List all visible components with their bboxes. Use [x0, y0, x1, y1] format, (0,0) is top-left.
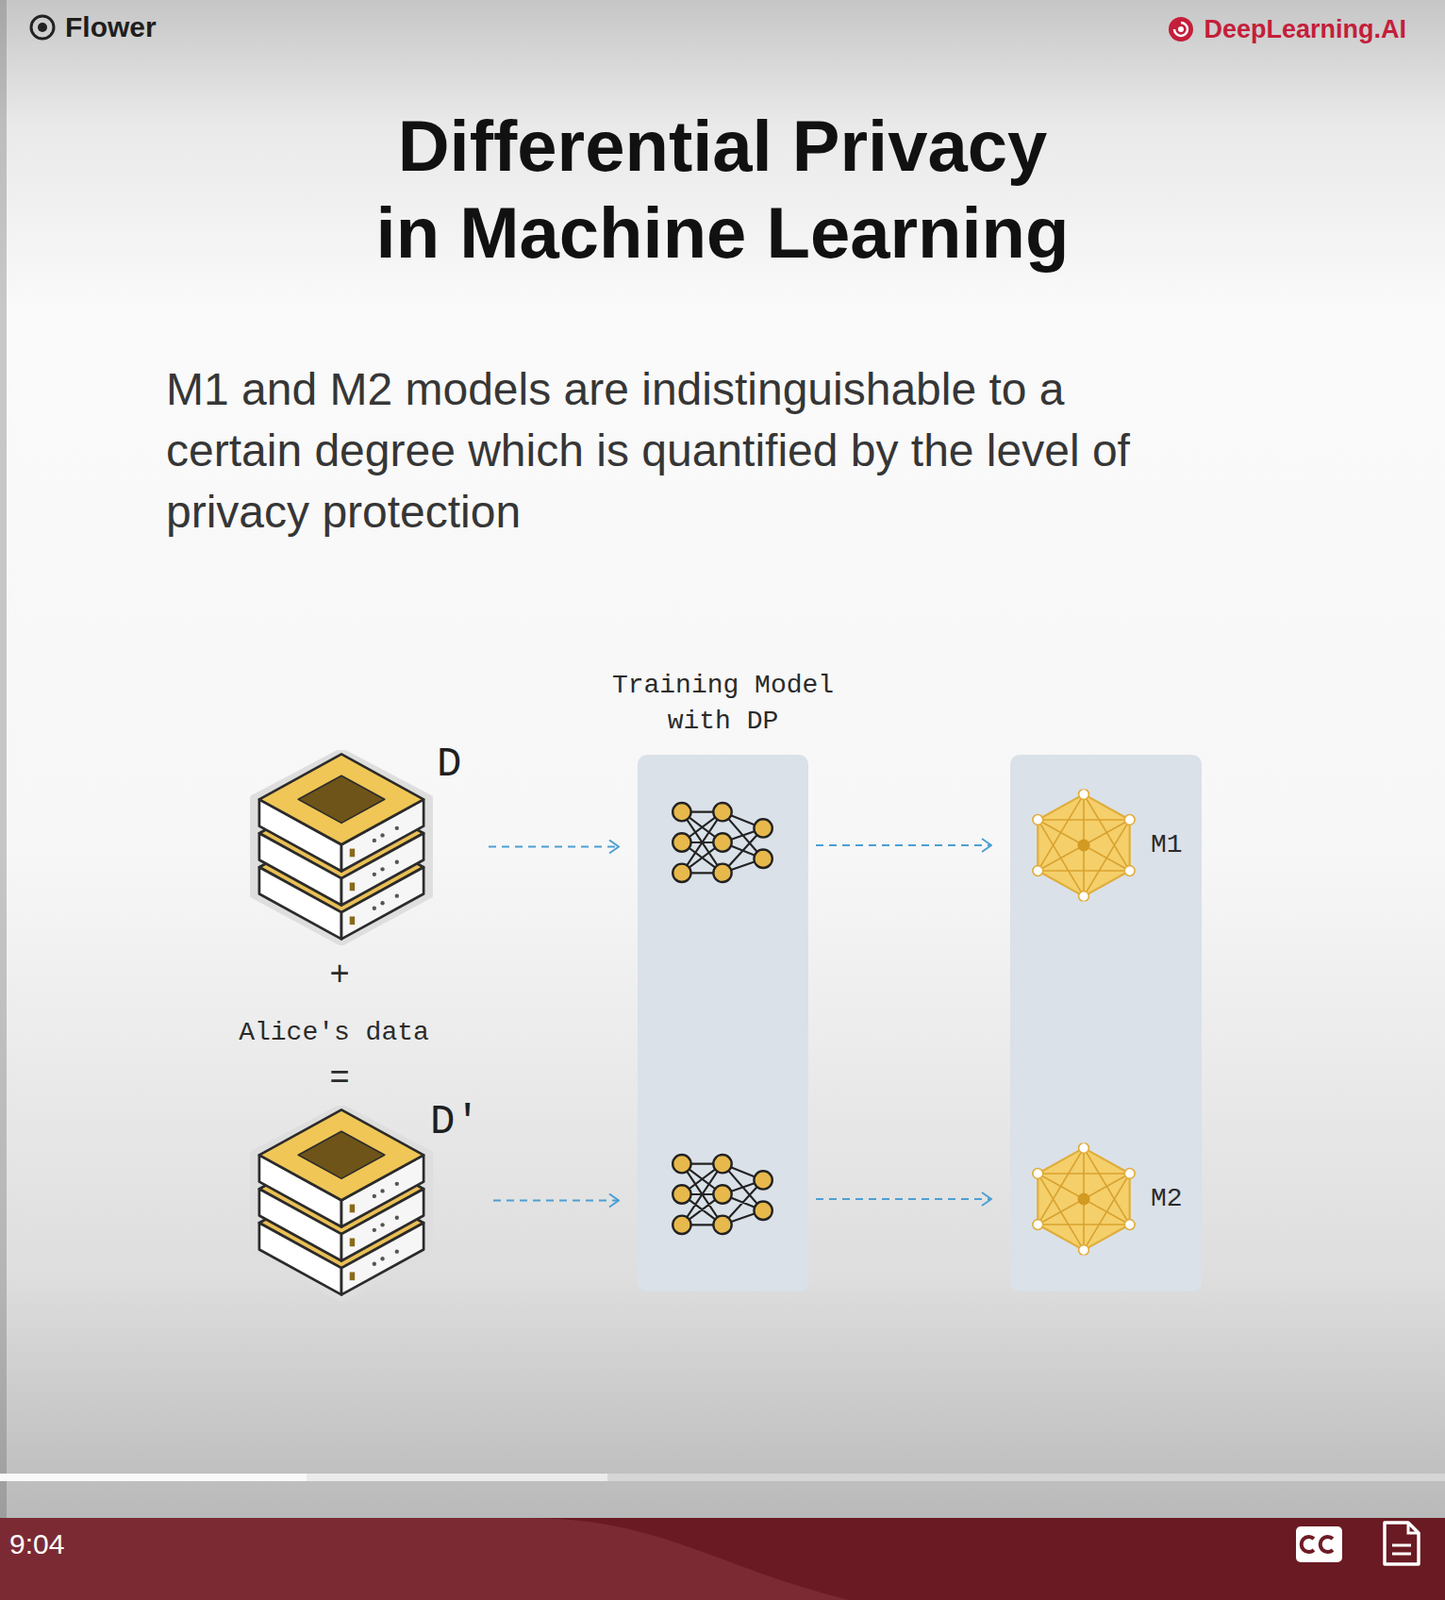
data-label: Alice's data: [238, 1016, 430, 1049]
model-output: M2: [1010, 1142, 1202, 1256]
captions-glyph: [1320, 1536, 1333, 1552]
model-label: M1: [1150, 829, 1183, 862]
dataset-label: D': [430, 1098, 481, 1145]
body-text: M1 and M2 models are indistinguishable t…: [166, 358, 1163, 543]
dashed-arrow: [815, 1197, 992, 1200]
video-time: 9:04: [9, 1527, 65, 1562]
training-panel-shape: [637, 754, 809, 1292]
model-output: M1: [1010, 788, 1202, 902]
logo-disc: [1168, 16, 1194, 42]
flower-logo: [31, 16, 54, 39]
captions-icon: [1295, 1526, 1343, 1562]
database: D': [247, 1098, 486, 1302]
dataset-label: D: [436, 741, 462, 787]
model-panel: [1010, 754, 1202, 1292]
progress-buffered: [0, 1473, 608, 1481]
brand-name: DeepLearning.AI: [1203, 13, 1407, 46]
video-player: [0, 1473, 1445, 1600]
progress-played: [0, 1473, 307, 1481]
logo-center: [1178, 26, 1184, 33]
logo-ring: [31, 16, 54, 39]
dashed-arrow: [815, 844, 992, 847]
dashed-arrow: [488, 846, 619, 848]
database-icon: [251, 1105, 431, 1300]
dashed-arrow: [493, 1199, 619, 1202]
operator-symbol: +: [329, 957, 350, 996]
model-icon: [1032, 789, 1135, 902]
operator-symbol: =: [329, 1060, 350, 1098]
left-edge-strip: [0, 0, 7, 1518]
database: D: [247, 745, 482, 948]
model-label: M2: [1150, 1182, 1183, 1215]
panel-heading: Training Model with DP: [605, 667, 842, 740]
neural-net-icon: [672, 802, 773, 882]
logo-swirl: [1174, 22, 1188, 36]
deeplearning-logo: [1168, 16, 1194, 42]
slide-title: Differential Privacy in Machine Learning: [376, 102, 1070, 277]
player-bar: [0, 1517, 1445, 1600]
captions-glyph: [1301, 1536, 1314, 1552]
training-panel: Training Model with DP: [637, 754, 809, 1292]
model-icon: [1032, 1143, 1135, 1256]
database-icon: [251, 749, 431, 945]
brand-name: Flower: [65, 10, 157, 45]
transcript-lines: [1392, 1522, 1419, 1554]
progress-track: [0, 1473, 1445, 1481]
player-wave: [528, 1517, 1445, 1600]
transcript-icon: [1384, 1522, 1419, 1564]
logo-dot: [37, 22, 48, 33]
neural-net-icon: [672, 1154, 773, 1234]
